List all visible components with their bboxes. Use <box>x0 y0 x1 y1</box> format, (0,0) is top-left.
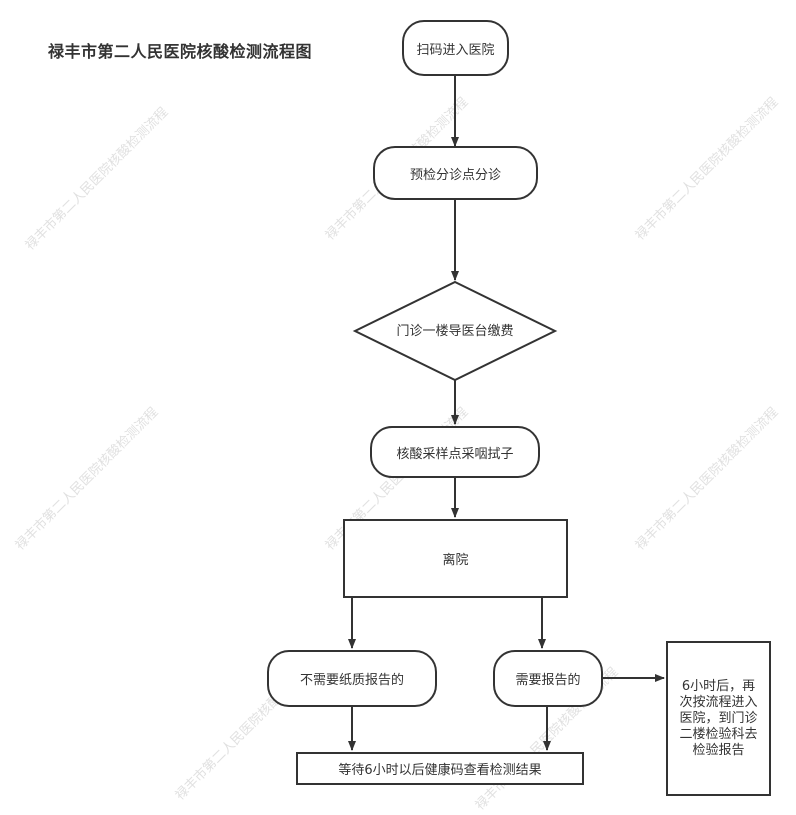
page-title: 禄丰市第二人民医院核酸检测流程图 <box>48 42 313 61</box>
decision-diamond <box>352 280 558 382</box>
node-need-report: 需要报告的 <box>493 650 603 707</box>
node-pay-desk: 门诊一楼导医台缴费 <box>396 323 514 339</box>
node-revisit-hospital: 6小时后，再 次按流程进入 医院，到门诊 二楼检验科去 检验报告 <box>666 641 771 796</box>
node-leave: 离院 <box>343 519 568 598</box>
node-scan-qr: 扫码进入医院 <box>402 20 509 76</box>
node-swab: 核酸采样点采咽拭子 <box>370 426 540 478</box>
node-triage: 预检分诊点分诊 <box>373 146 538 200</box>
node-wait-result: 等待6小时以后健康码查看检测结果 <box>296 752 584 785</box>
node-no-paper-report: 不需要纸质报告的 <box>267 650 437 707</box>
